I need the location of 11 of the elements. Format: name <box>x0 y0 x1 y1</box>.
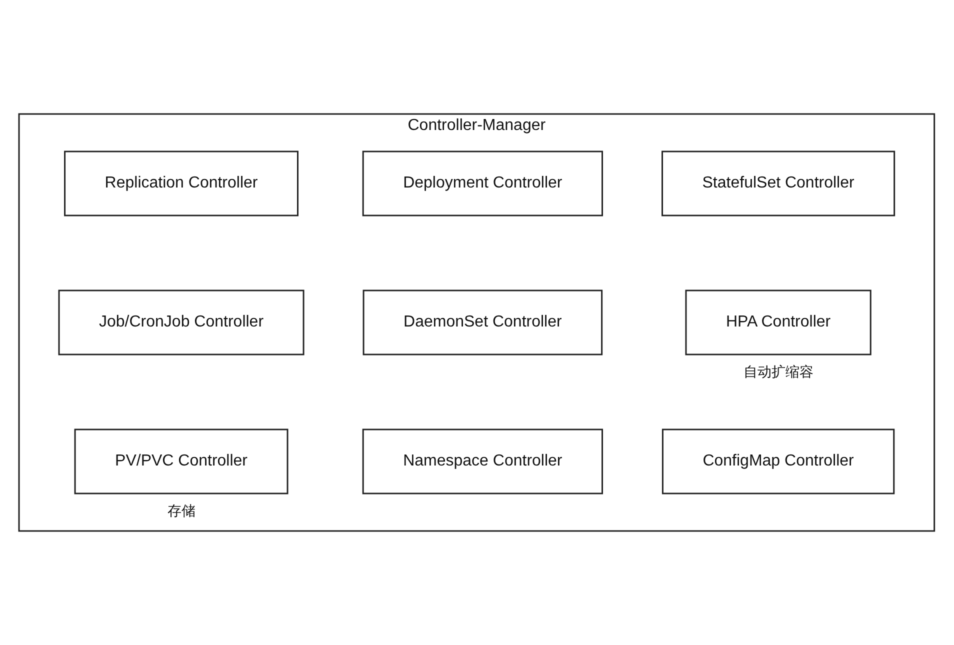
node-box: HPA Controller <box>686 290 872 356</box>
node-box: DaemonSet Controller <box>363 290 603 356</box>
node-box: StatefulSet Controller <box>662 150 896 216</box>
node-box: Namespace Controller <box>362 428 604 494</box>
node-box: Deployment Controller <box>362 150 604 216</box>
node-box: Replication Controller <box>64 150 299 216</box>
node-box: ConfigMap Controller <box>662 428 895 494</box>
annotation-text: 自动扩缩容 <box>744 364 814 380</box>
node-box: Job/CronJob Controller <box>58 290 305 356</box>
annotation-text: 存储 <box>168 503 196 520</box>
node-box: PV/PVC Controller <box>74 428 289 494</box>
